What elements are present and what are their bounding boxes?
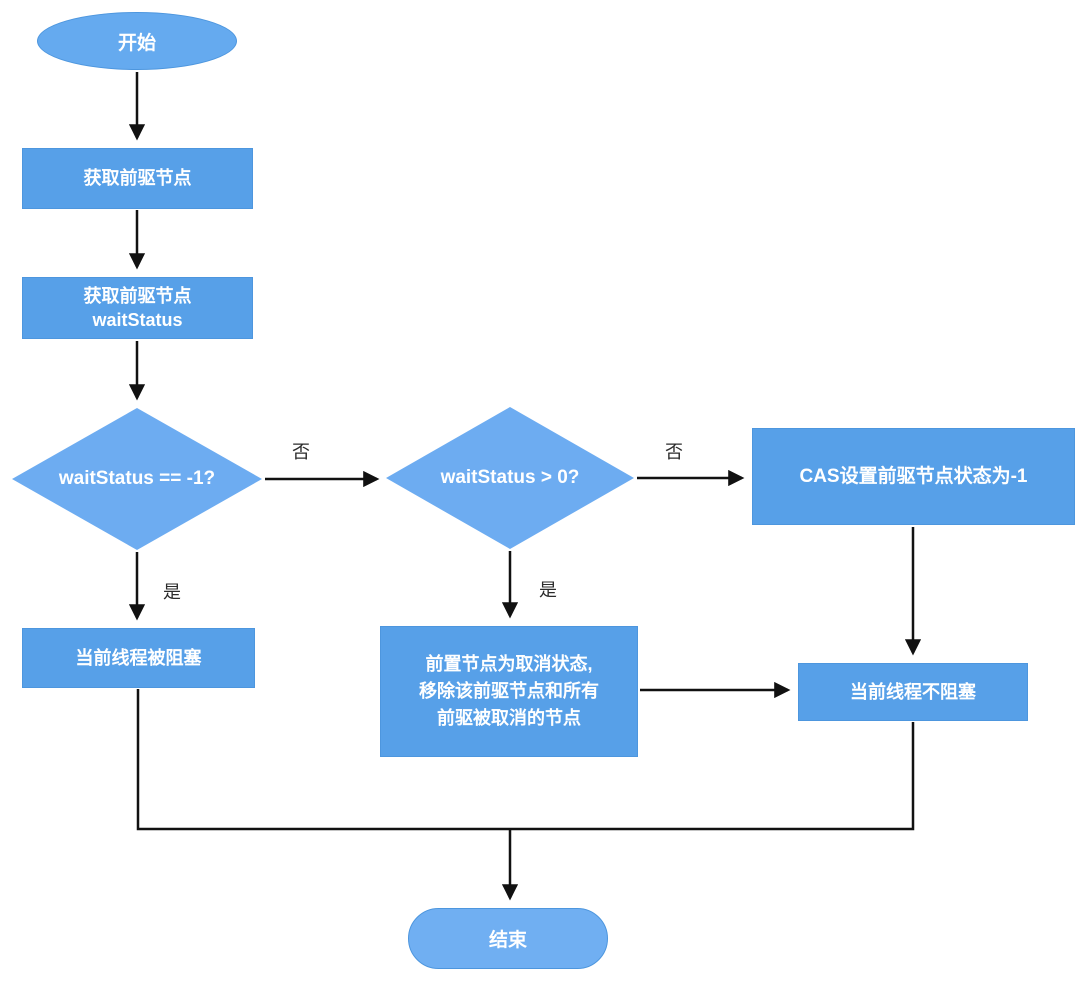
branch-label-yes-2: 是: [539, 580, 557, 600]
start-node: 开始: [37, 12, 237, 70]
process-get-predecessor-label: 获取前驱节点: [83, 168, 192, 189]
branch-label-yes-1: 是: [163, 582, 181, 602]
process-get-waitstatus: 获取前驱节点 waitStatus: [22, 277, 253, 339]
start-node-label: 开始: [117, 32, 156, 54]
branch-label-no-1: 否: [292, 442, 310, 462]
decision-waitstatus-eq-neg1-label: waitStatus == -1?: [58, 468, 216, 489]
decision-waitstatus-eq-neg1: waitStatus == -1?: [12, 408, 262, 550]
process-get-waitstatus-label: 获取前驱节点 waitStatus: [83, 285, 192, 330]
process-thread-blocked-label: 当前线程被阻塞: [75, 647, 202, 668]
process-cas-set-status-neg1-label: CAS设置前驱节点状态为-1: [799, 465, 1028, 487]
decision-waitstatus-gt-0-label: waitStatus > 0?: [440, 467, 580, 488]
decision-waitstatus-gt-0: waitStatus > 0?: [386, 407, 634, 549]
process-cas-set-status-neg1: CAS设置前驱节点状态为-1: [752, 428, 1075, 525]
end-node-label: 结束: [488, 930, 527, 951]
process-thread-not-blocked: 当前线程不阻塞: [798, 663, 1028, 721]
process-remove-cancelled-nodes-label: 前置节点为取消状态, 移除该前驱节点和所有 前驱被取消的节点: [419, 654, 599, 728]
end-node: 结束: [408, 908, 608, 969]
process-remove-cancelled-nodes: 前置节点为取消状态, 移除该前驱节点和所有 前驱被取消的节点: [380, 626, 638, 757]
branch-label-no-2: 否: [665, 442, 683, 462]
process-thread-blocked: 当前线程被阻塞: [22, 628, 255, 688]
process-thread-not-blocked-label: 当前线程不阻塞: [850, 681, 976, 702]
process-get-predecessor: 获取前驱节点: [22, 148, 253, 209]
